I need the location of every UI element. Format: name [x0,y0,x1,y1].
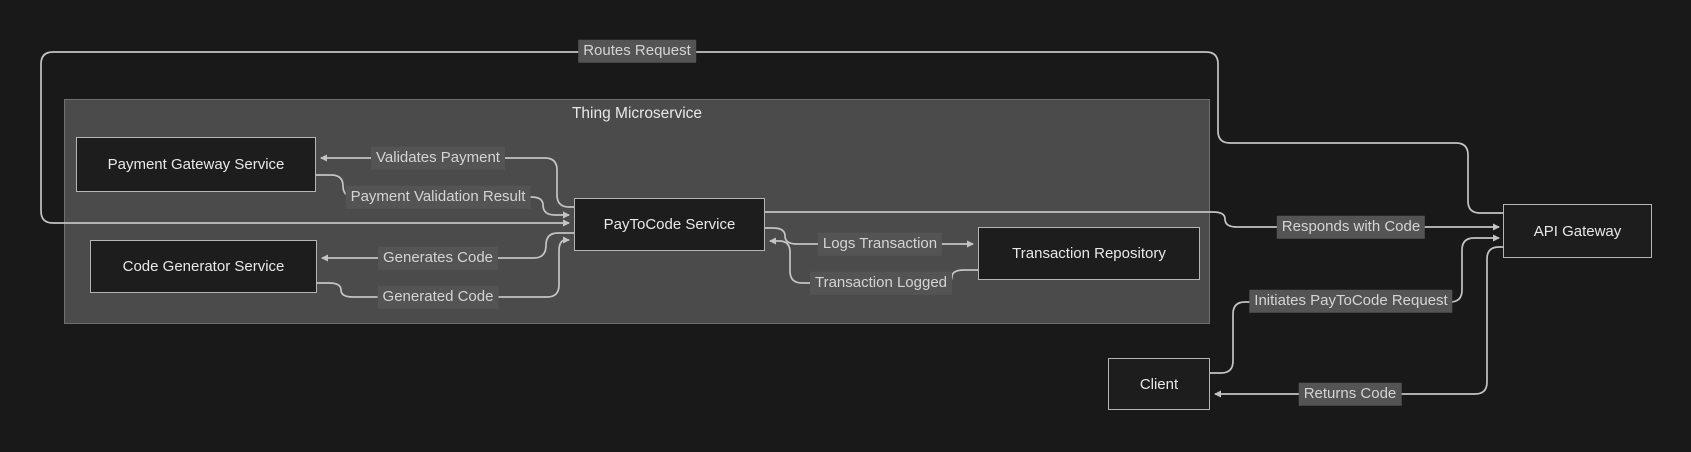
node-code-generator-service: Code Generator Service [90,240,317,293]
edge-label-transaction-logged: Transaction Logged [809,271,953,295]
node-payment-gateway-service: Payment Gateway Service [76,137,316,192]
node-paytocode-service: PayToCode Service [574,198,765,251]
edge-generated-code [317,236,570,298]
edge-label-payment-validation-result: Payment Validation Result [345,185,531,209]
edge-validates-payment [320,154,574,208]
edge-routes-request [40,51,1503,227]
edge-label-logs-transaction: Logs Transaction [817,232,943,256]
edge-label-validates-payment: Validates Payment [371,146,505,170]
node-api-gateway: API Gateway [1503,204,1652,258]
edge-label-returns-code: Returns Code [1298,382,1402,406]
edge-label-generated-code: Generated Code [377,285,499,309]
edge-label-initiates-paytocode-request: Initiates PayToCode Request [1249,289,1453,313]
node-client: Client [1108,358,1210,410]
edge-logs-transaction [765,227,974,248]
edge-label-responds-with-code: Responds with Code [1276,215,1426,239]
edge-generates-code [321,232,574,262]
edge-returns-code [1214,246,1503,398]
node-transaction-repository: Transaction Repository [978,227,1200,280]
edge-label-generates-code: Generates Code [377,246,499,270]
edge-responds-with-code [765,211,1500,231]
edge-transaction-logged [769,237,978,284]
subgraph-title: Thing Microservice [571,105,703,122]
edge-label-routes-request: Routes Request [578,39,696,63]
